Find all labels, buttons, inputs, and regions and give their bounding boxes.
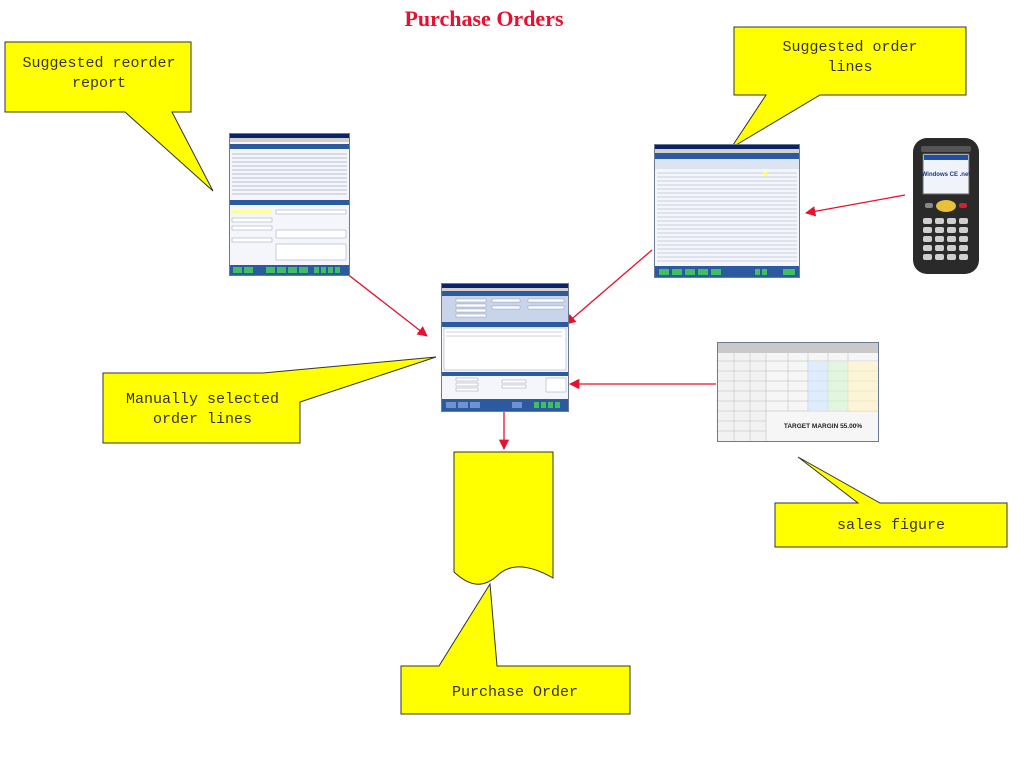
callout-label-sales-figure: sales figure [836,517,946,534]
page-title: Purchase Orders [404,6,564,31]
sales-figure-panel: TARGET MARGIN 55.00% [717,342,879,442]
callout-label-suggested-order-lines: Suggested order lines [782,39,918,76]
suggested-order-lines-thumbnail [654,144,800,278]
callout-label-suggested-reorder-report: Suggested reorder report [22,55,176,92]
callout-sales-figure [774,456,1008,548]
callout-label-manually-selected-order-lines: Manually selected order lines [125,391,280,428]
purchase-order-form-thumbnail [441,283,569,412]
arrow-device-to-suggested [804,194,906,217]
callout-label-purchase-order: Purchase Order [451,684,579,701]
callout-suggested-reorder-report [4,41,214,192]
sales-target-margin: TARGET MARGIN 55.00% [783,423,863,430]
callout-purchase-order [400,582,631,715]
callout-manually-selected-order-lines [102,356,437,444]
arrow-reorder-to-order [336,265,428,337]
purchase-order-document-shape [453,451,554,585]
arrow-suggested-to-order [565,249,653,325]
reorder-report-thumbnail [229,133,350,276]
handheld-device: Windows CE .net [913,138,979,274]
device-os-label: Windows CE .net [922,172,971,178]
callout-suggested-order-lines [730,26,967,149]
